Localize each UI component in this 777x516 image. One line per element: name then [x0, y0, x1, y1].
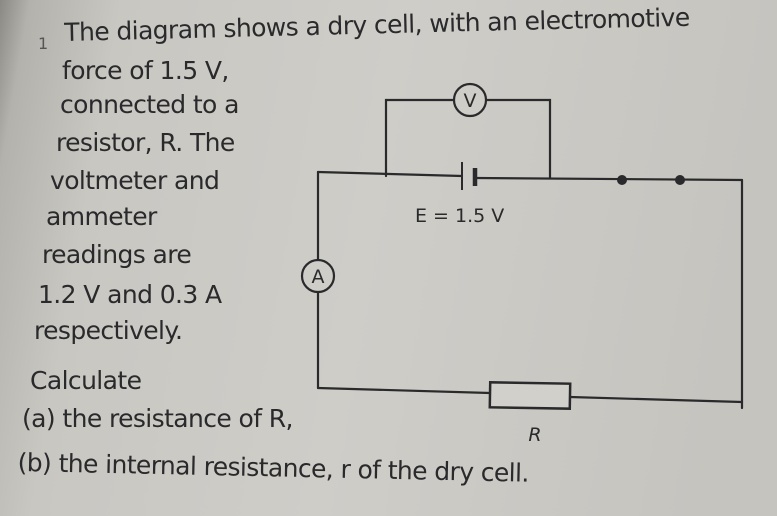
- part-a: (a) the resistance of R,: [22, 404, 293, 433]
- resistor-label: R: [528, 424, 541, 446]
- question-line-8: 1.2 V and 0.3 A: [38, 280, 222, 309]
- terminal-dot-left: [617, 175, 627, 185]
- question-line-9: respectively.: [34, 316, 183, 345]
- question-line-3: connected to a: [60, 90, 239, 119]
- question-number: 1: [38, 34, 48, 53]
- voltmeter-wire: [384, 98, 552, 180]
- emf-label: E = 1.5 V: [415, 205, 504, 227]
- bottom-wire: [316, 386, 744, 404]
- part-a-label: (a): [22, 404, 56, 433]
- ammeter-icon: [300, 258, 336, 294]
- terminal-dot-right: [675, 175, 685, 185]
- question-line-2: force of 1.5 V,: [62, 56, 229, 85]
- top-wire-right: [474, 176, 744, 182]
- voltmeter-icon: [452, 82, 488, 118]
- top-wire-left: [316, 170, 464, 178]
- question-line-4: resistor, R. The: [56, 128, 235, 157]
- part-a-text: the resistance of R,: [62, 404, 293, 433]
- voltmeter-symbol: V: [464, 90, 477, 112]
- ammeter-symbol: A: [312, 266, 325, 288]
- question-line-7: readings are: [42, 240, 192, 269]
- question-line-10: Calculate: [30, 366, 142, 395]
- question-line-5: voltmeter and: [50, 166, 220, 195]
- question-line-6: ammeter: [46, 202, 157, 231]
- resistor-icon: [488, 381, 572, 410]
